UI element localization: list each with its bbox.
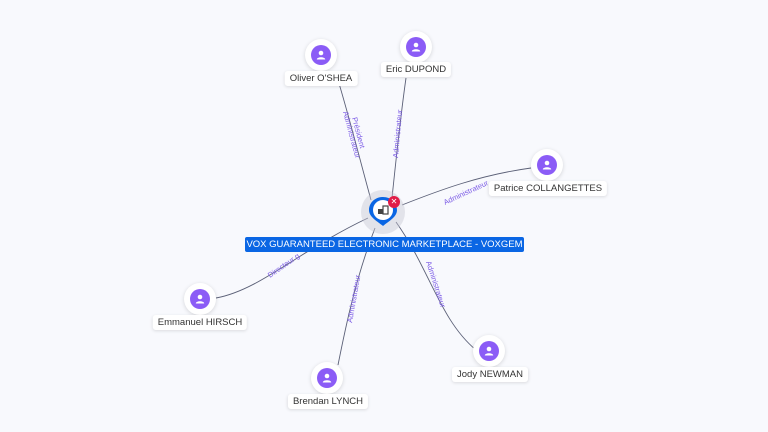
person-node-emmanuel[interactable] (184, 283, 216, 315)
person-label-eric[interactable]: Eric DUPOND (380, 62, 452, 77)
person-label-brendan[interactable]: Brendan LYNCH (287, 394, 369, 409)
edge-eric (391, 77, 407, 199)
company-label[interactable]: VOX GUARANTEED ELECTRONIC MARKETPLACE - … (245, 237, 524, 252)
close-icon[interactable]: ✕ (388, 196, 400, 208)
person-node-eric[interactable] (400, 31, 432, 63)
person-icon (479, 341, 499, 361)
building-icon (378, 205, 389, 215)
person-icon (406, 37, 426, 57)
edge-label-jody: Administrateur (424, 260, 448, 309)
person-node-oliver[interactable] (305, 39, 337, 71)
person-icon (311, 45, 331, 65)
edge-emmanuel (215, 217, 369, 299)
person-icon (537, 155, 557, 175)
edge-label-emmanuel: Directeur g (266, 251, 301, 279)
person-label-emmanuel[interactable]: Emmanuel HIRSCH (152, 315, 248, 330)
person-label-patrice[interactable]: Patrice COLLANGETTES (488, 181, 608, 196)
edge-label-eric: Administrateur (391, 109, 404, 158)
edge-oliver (337, 79, 372, 201)
person-node-patrice[interactable] (531, 149, 563, 181)
edge-label-brendan: Administrateur (345, 274, 362, 324)
edge-patrice (401, 167, 532, 206)
person-icon (190, 289, 210, 309)
person-node-brendan[interactable] (311, 362, 343, 394)
person-node-jody[interactable] (473, 335, 505, 367)
person-label-oliver[interactable]: Oliver O'SHEA (284, 71, 358, 86)
person-icon (317, 368, 337, 388)
person-label-jody[interactable]: Jody NEWMAN (452, 367, 528, 382)
